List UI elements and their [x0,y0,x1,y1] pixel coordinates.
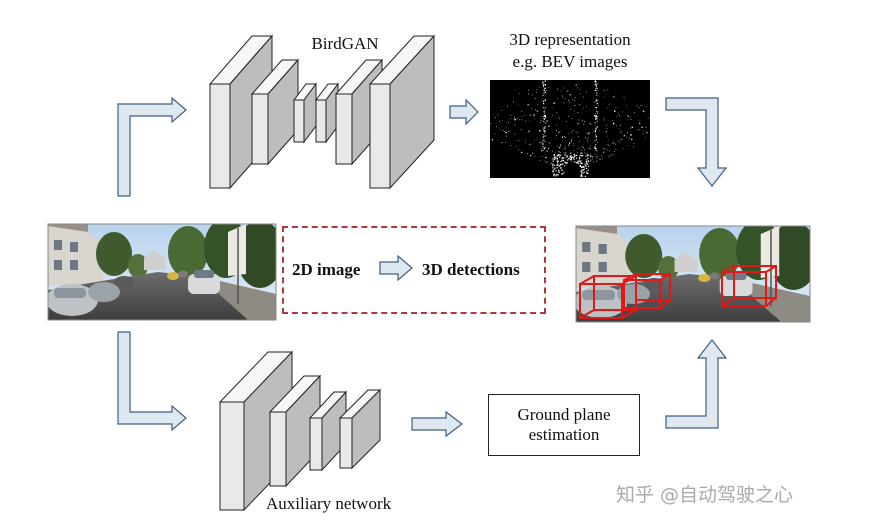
arrow-input-to-auxiliary [117,331,187,432]
auxiliary-network-label: Auxiliary network [266,494,392,513]
arrow-ground-to-output [665,339,728,429]
birdgan-network [208,34,436,190]
auxiliary-network [218,350,382,512]
arrow-bev-to-output [665,97,728,187]
detection-boxes [579,265,777,319]
representation-label-line2: e.g. BEV images [512,52,628,71]
arrow-auxiliary-to-ground [411,410,463,438]
representation-label-line1: 3D representation [509,30,631,49]
arrow-birdgan-to-bev [449,98,479,126]
input-2d-label: 2D image [292,260,361,279]
ground-plane-label-line2: estimation [528,425,600,444]
output-3d-label: 3D detections [422,260,520,279]
output-detection-image [575,225,811,323]
watermark: 知乎 @自动驾驶之心 [616,484,794,506]
ground-plane-box: Ground plane estimation [488,394,640,456]
ground-plane-label-line1: Ground plane [517,405,611,424]
arrow-2d-to-3d [379,254,413,282]
arrow-input-to-birdgan [117,96,187,197]
birdgan-label: BirdGAN [311,34,379,53]
bev-point-cloud [490,80,649,178]
bev-image [490,80,650,178]
input-image [47,223,277,321]
task-summary-box [282,226,546,314]
